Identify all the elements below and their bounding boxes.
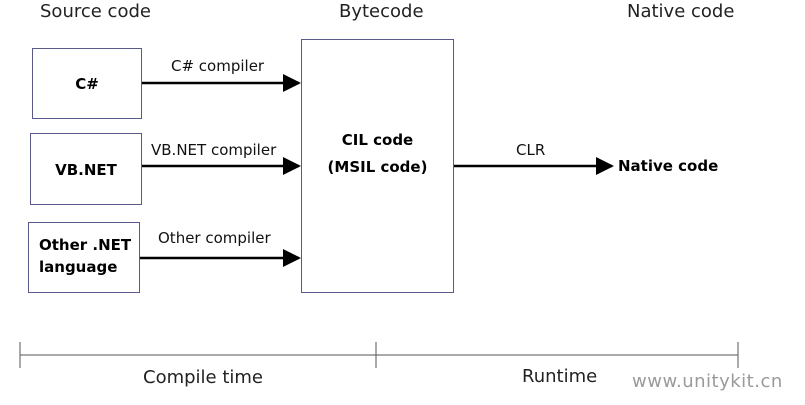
compile-time-label: Compile time: [143, 367, 264, 388]
other-language-label-line2: language: [39, 258, 118, 276]
runtime-label: Runtime: [522, 366, 598, 387]
header-bytecode: Bytecode: [339, 1, 424, 22]
header-source-code: Source code: [40, 1, 151, 22]
csharp-box: C#: [32, 48, 142, 119]
msil-code-label: (MSIL code): [327, 158, 428, 176]
csharp-label: C#: [75, 75, 99, 93]
vbnet-compiler-label: VB.NET compiler: [151, 141, 277, 159]
watermark-text: www.unitykit.cn: [632, 371, 783, 392]
csharp-compiler-label: C# compiler: [171, 57, 265, 75]
native-code-target-label: Native code: [618, 157, 719, 175]
cil-code-box: CIL code (MSIL code): [301, 39, 454, 293]
vbnet-label: VB.NET: [55, 161, 117, 179]
other-language-label-line1: Other .NET: [39, 236, 132, 254]
other-compiler-label: Other compiler: [158, 229, 271, 247]
cil-code-label: CIL code: [341, 131, 414, 149]
other-language-box: Other .NET language: [28, 222, 140, 293]
clr-label: CLR: [516, 141, 546, 159]
header-native-code: Native code: [627, 1, 735, 22]
vbnet-box: VB.NET: [30, 133, 142, 205]
